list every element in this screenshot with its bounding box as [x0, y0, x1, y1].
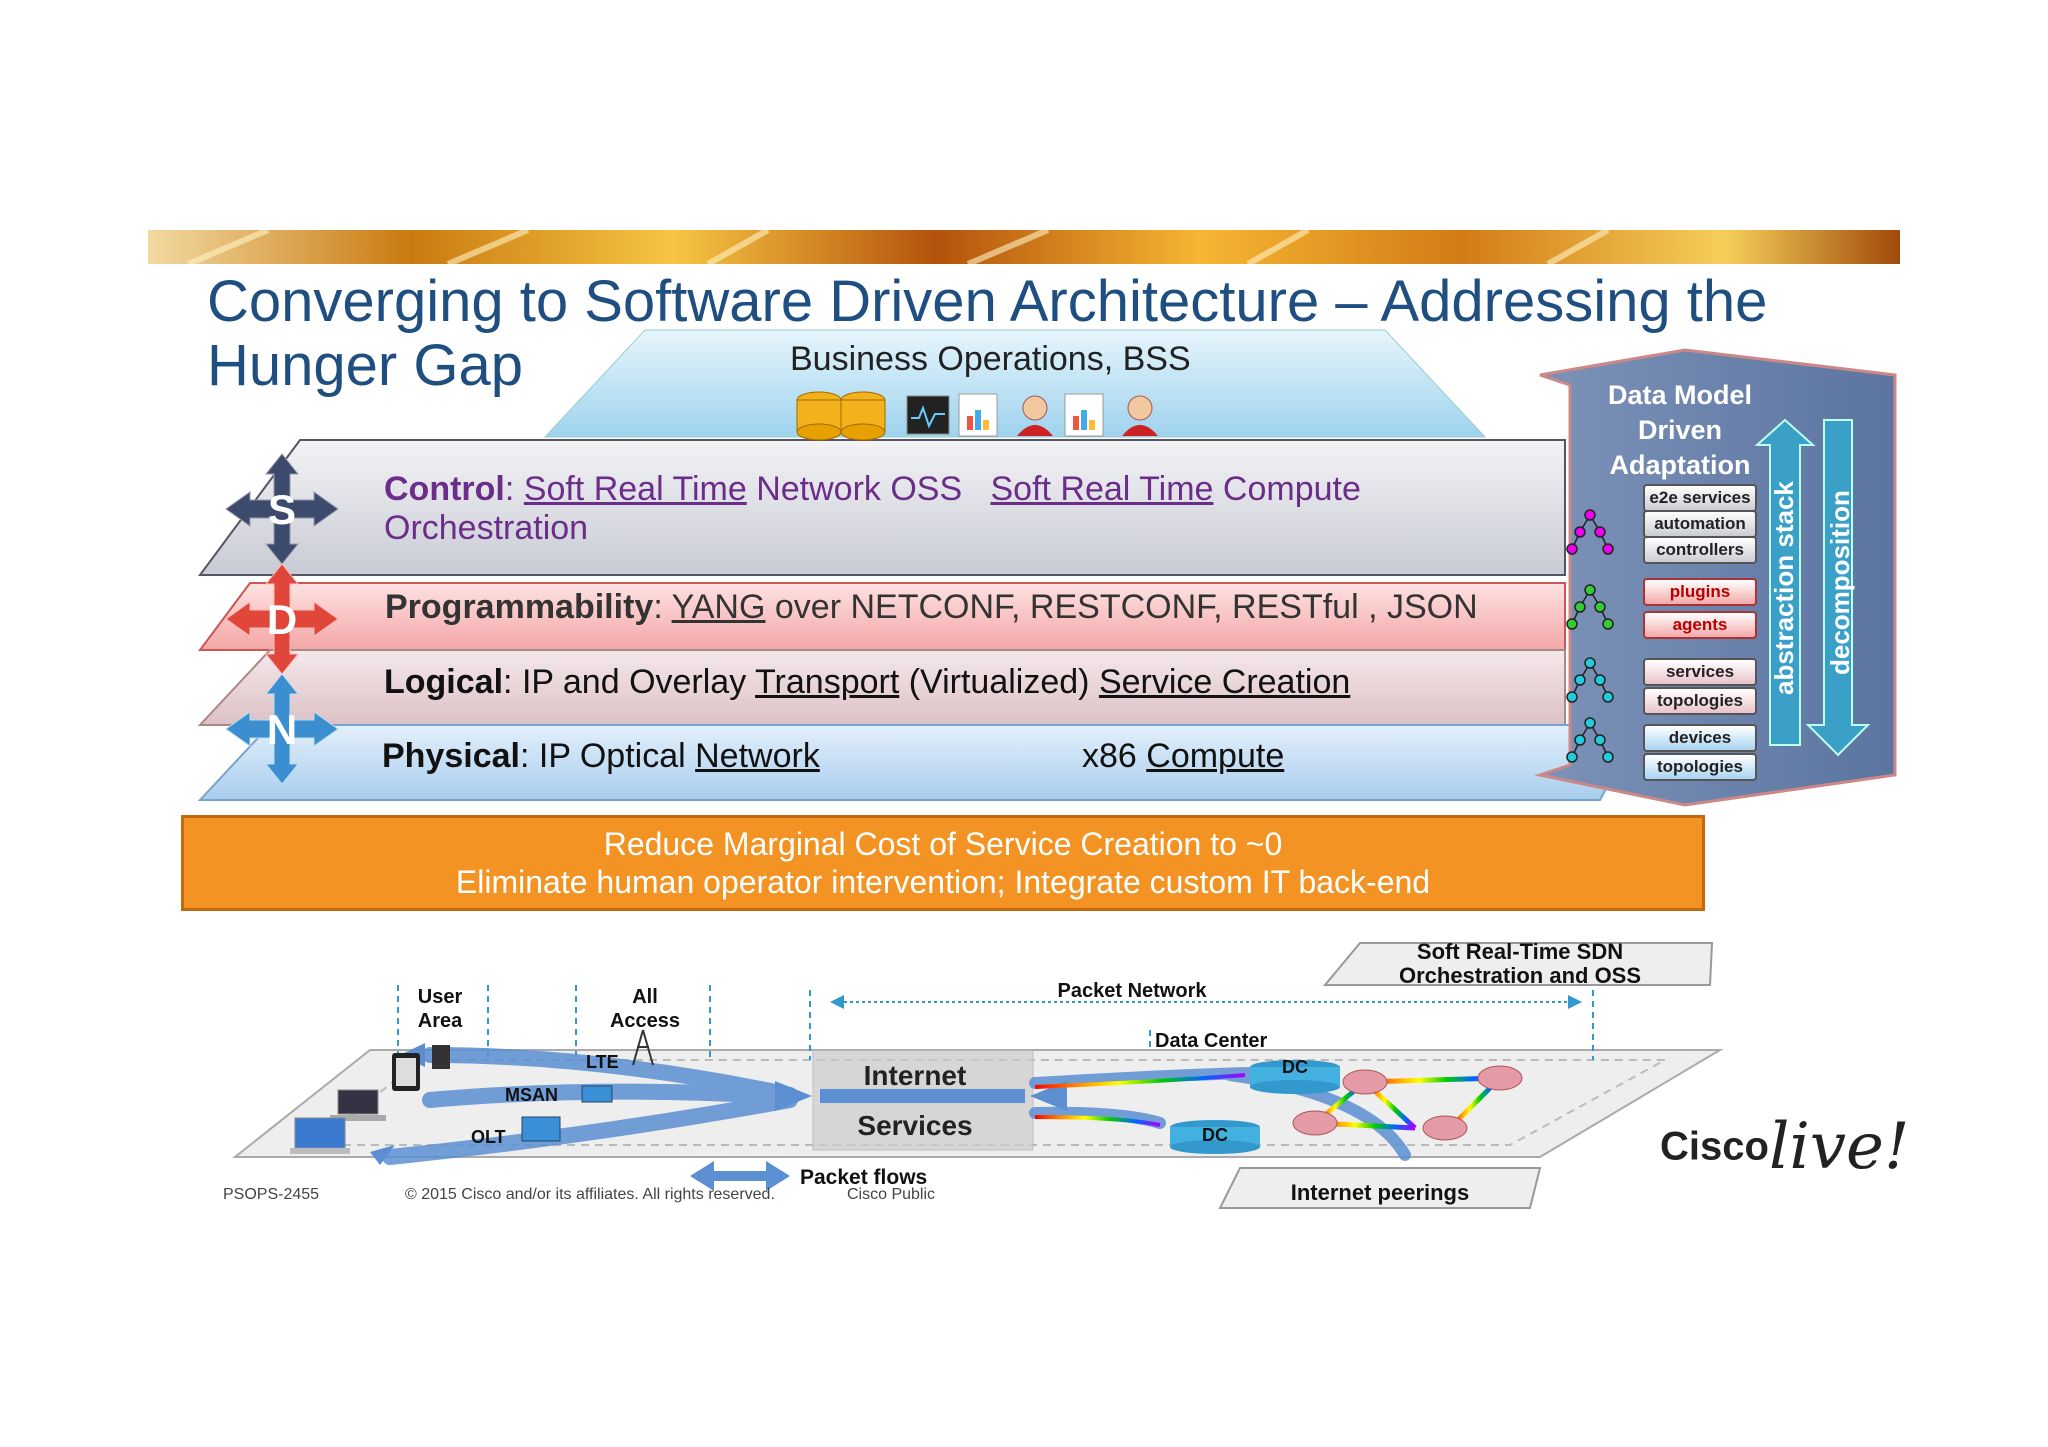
control-layer-text-line2: Orchestration: [384, 509, 589, 547]
physical-layer: [197, 724, 1640, 801]
physical-layer-text: Physical: IP Optical Network: [382, 737, 820, 775]
network-diagram: [232, 942, 1724, 1209]
pill-controllers: controllers: [1643, 536, 1757, 564]
abstraction-stack-label: abstraction stack: [1769, 481, 1799, 695]
tablet-icon: [392, 1053, 420, 1091]
services-label: Services: [857, 1110, 973, 1141]
bss-layer: [543, 329, 1487, 438]
msan-icon: [581, 1085, 613, 1103]
abstraction-arrow: [1754, 418, 1816, 746]
banner-line-1: Reduce Marginal Cost of Service Creation…: [603, 826, 1283, 862]
olt-icon: [521, 1116, 561, 1142]
internet-peerings-label: Internet peerings: [1290, 1180, 1470, 1205]
report-icon-2: [1064, 393, 1104, 437]
side-panel-title: Data Model Driven Adaptation: [1607, 380, 1753, 480]
svg-text:S: S: [268, 486, 296, 533]
svg-text:N: N: [267, 706, 297, 753]
pill-devices: devices: [1643, 724, 1757, 752]
decomposition-label: decomposition: [1825, 490, 1855, 675]
title-line-1: Converging to Software Driven Architectu…: [207, 269, 1768, 334]
internet-label: Internet: [863, 1060, 967, 1091]
msan-label: MSAN: [505, 1085, 558, 1105]
operator-icon-2: [1122, 395, 1158, 436]
pill-services: services: [1643, 658, 1757, 686]
pill-topologies-2: topologies: [1643, 753, 1757, 781]
control-label: Control: [384, 470, 505, 508]
d-badge: D: [225, 563, 339, 675]
soft-rt-box: [1322, 942, 1714, 986]
svg-text:D: D: [267, 596, 297, 643]
dc-label-2: DC: [1202, 1125, 1228, 1145]
control-layer-text: Control: Soft Real Time Network OSS Soft…: [384, 470, 1361, 508]
side-panel: [1534, 348, 1897, 807]
dc-icon-1: [1250, 1060, 1340, 1094]
control-link-soft-real-time: Soft Real Time: [523, 470, 747, 508]
decomposition-arrow: [1805, 419, 1871, 757]
session-code: PSOPS-2455: [223, 1186, 320, 1203]
pill-automation: automation: [1643, 510, 1757, 538]
database-icon: [796, 391, 886, 441]
packet-flows-label: Packet flows: [800, 1166, 928, 1189]
packet-flows-arrow: [690, 1161, 790, 1191]
lte-label: LTE: [586, 1052, 619, 1072]
tree-icons: [1566, 509, 1614, 763]
s-badge: S: [225, 453, 339, 565]
classification: Cisco Public: [847, 1186, 936, 1203]
pc-icon: [290, 1117, 350, 1154]
report-icon: [958, 393, 998, 437]
page-title: Converging to Software Driven Architectu…: [207, 270, 1807, 398]
pill-plugins: plugins: [1643, 578, 1757, 606]
internet-peerings-box: [1218, 1167, 1542, 1209]
cisco-live-logo: Ciscolive!: [1660, 1110, 1910, 1184]
laptop-icon: [330, 1089, 386, 1121]
pill-topologies: topologies: [1643, 687, 1757, 715]
cell-tower-icon: [632, 1029, 654, 1066]
operator-icon: [1017, 395, 1053, 436]
monitor-icon: [906, 395, 950, 435]
dc-label-1: DC: [1282, 1057, 1308, 1077]
router-icons: [1292, 1065, 1523, 1141]
value-banner: Reduce Marginal Cost of Service Creation…: [181, 815, 1705, 911]
banner-line-2: Eliminate human operator intervention; I…: [455, 864, 1431, 900]
control-layer: [198, 439, 1566, 576]
pill-agents: agents: [1643, 611, 1757, 639]
title-line-2: Hunger Gap: [207, 333, 523, 398]
logical-layer-text: Logical: IP and Overlay Transport (Virtu…: [384, 663, 1351, 701]
n-badge: N: [225, 673, 339, 785]
data-center-label: Data Center: [1155, 1030, 1268, 1052]
bss-label: Business Operations, BSS: [790, 340, 1191, 378]
copyright: © 2015 Cisco and/or its affiliates. All …: [405, 1186, 775, 1203]
header-banner-strip: [148, 230, 1900, 264]
olt-label: OLT: [471, 1127, 506, 1147]
packet-network-label: Packet Network: [1057, 980, 1207, 1002]
control-link-soft-real-time-2: Soft Real Time: [990, 470, 1214, 508]
dc-icon-2: [1170, 1120, 1260, 1154]
physical-compute-text: x86 Compute: [1082, 737, 1285, 775]
layer-stack: [197, 329, 1640, 801]
phone-icon: [432, 1045, 450, 1069]
pill-e2e-services: e2e services: [1643, 484, 1757, 512]
programmability-layer-text: Programmability: YANG over NETCONF, REST…: [385, 588, 1478, 626]
bss-icons: [796, 391, 1158, 441]
